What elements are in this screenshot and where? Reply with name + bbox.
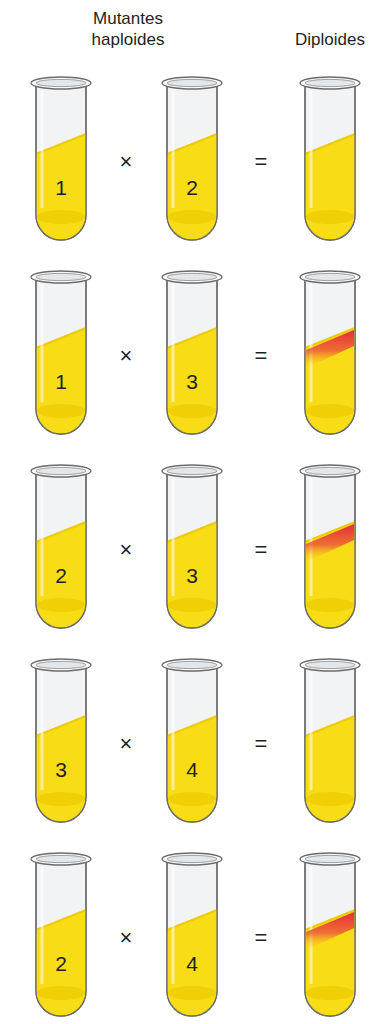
tube-outline	[161, 76, 223, 241]
column-heading: Mutantes haploides	[73, 8, 183, 50]
mutant-number: 4	[161, 758, 223, 782]
tube-glass	[31, 77, 91, 240]
tube-glass	[31, 465, 91, 628]
test-tube: 4	[161, 658, 223, 823]
test-tube: 2	[30, 852, 92, 1017]
mutant-number: 2	[30, 952, 92, 976]
mutant-number: 2	[30, 564, 92, 588]
tube-glass	[31, 659, 91, 822]
tube-outline	[30, 270, 92, 435]
test-tube: 1	[30, 270, 92, 435]
mutant-number: 3	[30, 758, 92, 782]
equals-sign: =	[246, 344, 276, 368]
tube-outline	[30, 852, 92, 1017]
equals-sign: =	[246, 926, 276, 950]
tube-glass	[162, 659, 222, 822]
tube-glass	[162, 271, 222, 434]
test-tube: 3	[161, 270, 223, 435]
test-tube: 3	[161, 464, 223, 629]
cross-sign: ×	[111, 538, 141, 562]
tube-outline	[30, 658, 92, 823]
tube-outline	[30, 464, 92, 629]
tube-outline	[161, 852, 223, 1017]
tube-glass	[31, 271, 91, 434]
equals-sign: =	[246, 538, 276, 562]
mutant-number: 3	[161, 370, 223, 394]
tube-outline	[161, 658, 223, 823]
equals-sign: =	[246, 732, 276, 756]
tube-outline	[161, 464, 223, 629]
mutant-number: 4	[161, 952, 223, 976]
tube-glass	[31, 853, 91, 1016]
test-tube: 2	[30, 464, 92, 629]
tube-glass	[162, 77, 222, 240]
equals-sign: =	[246, 150, 276, 174]
cross-sign: ×	[111, 926, 141, 950]
test-tube: 3	[30, 658, 92, 823]
tube-outline	[30, 76, 92, 241]
cross-sign: ×	[111, 150, 141, 174]
cross-sign: ×	[111, 344, 141, 368]
tube-glass	[162, 465, 222, 628]
tube-outline	[161, 270, 223, 435]
cross-sign: ×	[111, 732, 141, 756]
mutant-number: 3	[161, 564, 223, 588]
test-tube: 4	[161, 852, 223, 1017]
mutant-number: 1	[30, 176, 92, 200]
column-heading: Diploides	[275, 29, 385, 50]
mutant-number: 2	[161, 176, 223, 200]
mutant-number: 1	[30, 370, 92, 394]
test-tube: 2	[161, 76, 223, 241]
test-tube: 1	[30, 76, 92, 241]
tube-glass	[162, 853, 222, 1016]
